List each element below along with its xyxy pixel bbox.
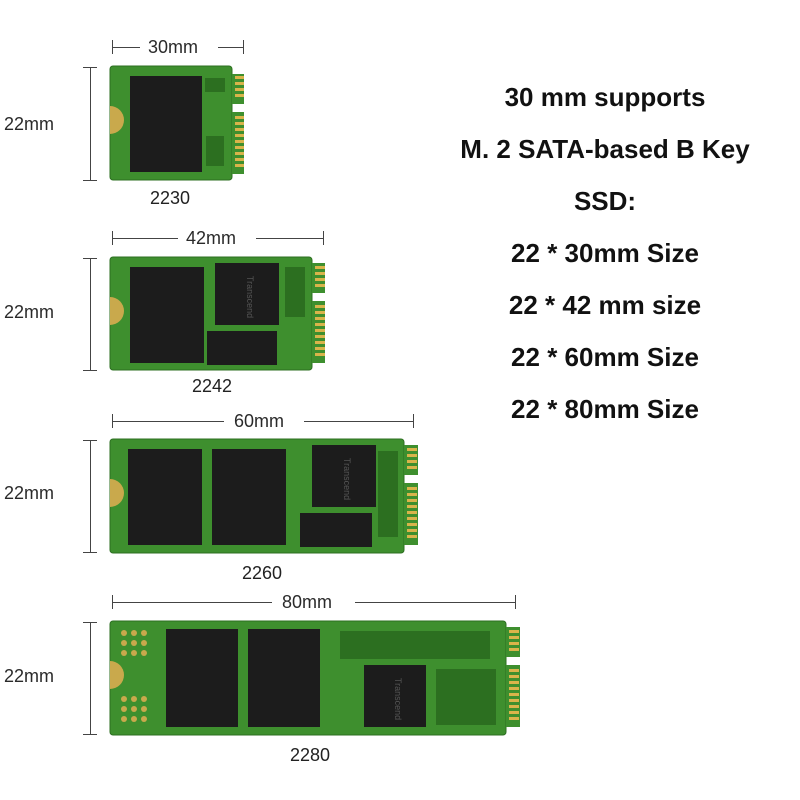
chip-brand-2280: Transcend: [393, 678, 403, 720]
ssd-board-2260: Transcend: [109, 438, 418, 554]
width-dimension-line-2242: [90, 258, 91, 370]
width-tick-bottom-2260: [83, 552, 97, 553]
width-tick-top-2260: [83, 440, 97, 441]
length-line-right-2242: [256, 238, 323, 239]
model-label-2280: 2280: [290, 745, 331, 765]
width-tick-bottom-2280: [83, 734, 97, 735]
length-tick-right-2260: [413, 414, 414, 428]
length-line-left-2230: [112, 47, 140, 48]
info-line-4: 22 * 30mm Size: [511, 238, 699, 268]
length-line-right-2230: [218, 47, 243, 48]
info-line-1: 30 mm supports: [504, 82, 706, 112]
length-tick-right-2230: [243, 40, 244, 54]
width-label-2242: 22mm: [4, 302, 55, 322]
ssd-board-2230: [109, 65, 244, 181]
length-tick-right-2280: [515, 595, 516, 609]
width-dimension-line-2260: [90, 440, 91, 552]
length-label-2230: 30mm: [148, 37, 199, 57]
width-label-2280: 22mm: [4, 666, 55, 686]
width-label-2230: 22mm: [4, 114, 55, 134]
chip-brand-2260: Transcend: [342, 458, 352, 500]
model-label-2230: 2230: [150, 188, 191, 208]
length-label-2260: 60mm: [234, 411, 285, 431]
width-tick-top-2242: [83, 258, 97, 259]
info-line-5: 22 * 42 mm size: [508, 290, 702, 320]
ssd-board-2242: Transcend: [109, 256, 325, 371]
width-tick-bottom-2230: [83, 180, 97, 181]
length-line-left-2280: [112, 602, 272, 603]
width-dimension-line-2230: [90, 67, 91, 180]
info-line-6: 22 * 60mm Size: [511, 342, 699, 372]
width-tick-top-2230: [83, 67, 97, 68]
info-line-2: M. 2 SATA-based B Key: [460, 134, 750, 164]
width-dimension-line-2280: [90, 622, 91, 734]
chip-brand-2242: Transcend: [245, 276, 255, 318]
model-label-2242: 2242: [192, 376, 233, 396]
info-line-7: 22 * 80mm Size: [511, 394, 699, 424]
length-label-2280: 80mm: [282, 592, 333, 612]
width-tick-top-2280: [83, 622, 97, 623]
length-line-right-2260: [304, 421, 413, 422]
length-line-left-2242: [112, 238, 178, 239]
length-line-left-2260: [112, 421, 224, 422]
model-label-2260: 2260: [242, 563, 283, 583]
length-label-2242: 42mm: [186, 228, 237, 248]
width-tick-bottom-2242: [83, 370, 97, 371]
width-label-2260: 22mm: [4, 483, 55, 503]
info-line-3: SSD:: [573, 186, 637, 216]
length-line-right-2280: [355, 602, 515, 603]
length-tick-right-2242: [323, 231, 324, 245]
ssd-board-2280: Transcend: [109, 620, 520, 736]
